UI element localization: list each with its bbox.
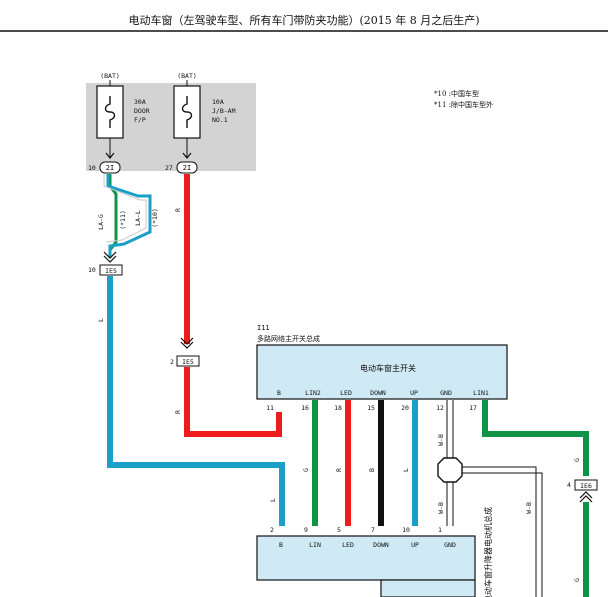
wire-label-l-mid: L [402, 468, 410, 472]
switch-terminal-down: DOWN [370, 389, 386, 397]
fuse-1-connector-label: 2I [106, 164, 114, 172]
motor-pin-gnd: 1 [438, 526, 442, 534]
wire-label-r-vertical: R [174, 208, 182, 212]
fuse-2-icon [181, 96, 193, 128]
wire-label-b-mid: B [368, 468, 376, 472]
wire-label-wb-upper: W-B [437, 434, 445, 446]
wire-label-wb-lower: W-B [437, 502, 445, 514]
fuse-2-connector-label: 2I [183, 164, 191, 172]
wire-label-g-mid: G [302, 468, 310, 472]
wire-label-r-lower: R [174, 410, 182, 414]
ie5-mid-pin: 2 [170, 358, 174, 366]
motor-pin-down: 7 [371, 526, 375, 534]
splice-note-11: (*11) [119, 210, 127, 230]
switch-terminal-b: B [277, 389, 281, 397]
fuse-2-connector [176, 161, 198, 174]
wire-green-lin1 [482, 400, 589, 476]
wire-label-r-mid: R [335, 468, 343, 472]
wire-label-l-bottom: L [269, 498, 277, 502]
switch-terminal-gnd: GND [440, 389, 452, 397]
ie5-top-pin: 10 [88, 266, 96, 274]
fuse-2-source: (BAT) [177, 72, 197, 80]
fuse-1-rating: 30A [134, 98, 146, 106]
wb-branch-a [462, 466, 537, 597]
switch-pin-down: 15 [367, 404, 375, 412]
fuse-1-source: (BAT) [100, 72, 120, 80]
wire-red-to-switch [184, 367, 282, 437]
splice-wire-lal-outline [103, 174, 147, 243]
fuse-1-arrow [105, 152, 115, 159]
fuse-1-icon [104, 96, 116, 128]
motor-terminal-gnd: GND [444, 541, 456, 549]
ground-splice-node [437, 457, 463, 483]
motor-pin-b: 2 [270, 526, 274, 534]
ie6-connector [574, 479, 598, 491]
switch-pin-led: 18 [334, 404, 342, 412]
ie5-mid-arrow [180, 337, 194, 349]
fuse-1-connector [99, 161, 121, 174]
switch-terminal-led: LED [340, 389, 352, 397]
ie5-top-arrow [103, 251, 117, 263]
motor-terminal-led: LED [342, 541, 354, 549]
wire-blue-l [107, 276, 285, 526]
fuse-2-arrow [182, 152, 192, 159]
master-switch-body [256, 344, 508, 400]
motor-pin-up: 10 [402, 526, 410, 534]
fuse-2-rating: 10A [212, 98, 224, 106]
switch-pin-up: 20 [401, 404, 409, 412]
motor-pins: 2 9 5 7 10 1 [270, 526, 442, 534]
diagram-title: 电动车窗（左驾驶车型、所有车门带防夹功能）(2015 年 8 月之后生产) [128, 13, 479, 27]
switch-terminal-up: UP [410, 389, 418, 397]
switch-pin-gnd: 12 [436, 404, 444, 412]
ie6-pin: 4 [567, 481, 571, 489]
wire-label-g-right-upper: G [573, 458, 581, 462]
motor-assembly-label: 电动车窗升降器电动机总成 [483, 507, 493, 597]
switch-pin-lin1: 17 [469, 404, 477, 412]
master-switch-assembly: 多路网络主开关总成 [257, 334, 320, 343]
motor-terminals: B LIN LED DOWN UP GND [279, 541, 456, 549]
motor-body [256, 535, 476, 581]
switch-pin-b: 11 [266, 404, 274, 412]
legend-line-2: *11 :除中国车型外 [434, 100, 493, 109]
ie5-top-connector [99, 264, 123, 276]
master-switch-terminals: B LIN2 LED DOWN UP GND LIN1 [277, 389, 489, 397]
motor-lower-body [380, 579, 476, 597]
wb-branch-b [462, 472, 543, 597]
master-switch-pins: 11 16 18 15 20 12 17 [266, 404, 477, 412]
fuse-2-name: J/B-AM [212, 107, 236, 115]
ie6-label: IE6 [580, 482, 592, 490]
fuse-1-name-2: F/P [134, 116, 146, 124]
ie5-mid-connector [176, 355, 200, 367]
motor-terminal-down: DOWN [373, 541, 389, 549]
splice-wire-lal [106, 174, 152, 258]
motor-terminal-b: B [279, 541, 283, 549]
master-switch-ref: I11 [257, 324, 270, 332]
motor-pin-lin: 9 [304, 526, 308, 534]
motor-pin-led: 5 [337, 526, 341, 534]
ground-wires [446, 400, 543, 597]
switch-pin-lin2: 16 [301, 404, 309, 412]
motor-terminal-lin: LIN [309, 541, 321, 549]
fuse-1-name: DOOR [134, 107, 150, 115]
ie6-arrow [579, 491, 593, 503]
fuse-1-pin: 10 [88, 164, 96, 172]
legend-line-1: *10 :中国车型 [434, 89, 479, 98]
fuse-2-name-2: NO.1 [212, 116, 228, 124]
wire-label-l-left: L [97, 318, 105, 322]
wire-label-g-right-lower: G [573, 578, 581, 582]
switch-terminal-lin2: LIN2 [305, 389, 321, 397]
wire-label-wb-right: W-B [525, 502, 533, 514]
splice-label-lag: LA-G [97, 214, 105, 230]
splice-note-10: (*10) [151, 208, 159, 228]
master-switch-title: 电动车窗主开关 [360, 363, 416, 373]
switch-terminal-lin1: LIN1 [473, 389, 489, 397]
ie5-top-label: IE5 [105, 267, 117, 275]
fuse-2-pin: 27 [165, 164, 173, 172]
ie5-mid-label: IE5 [182, 358, 194, 366]
motor-terminal-up: UP [411, 541, 419, 549]
splice-label-lal: LA-L [134, 210, 142, 226]
